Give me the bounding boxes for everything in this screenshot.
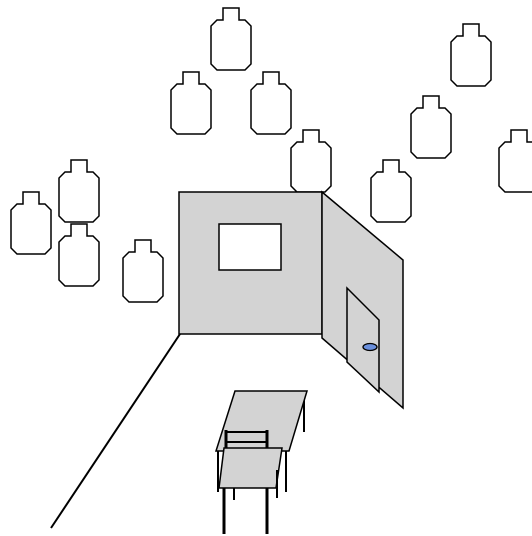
silhouette-target-12 [122,239,164,303]
silhouette-target-3 [170,71,212,135]
silhouette-target-2 [450,23,492,87]
floor-edge-line [50,333,181,529]
silhouette-target-11 [58,223,100,287]
silhouette-target-8 [58,159,100,223]
silhouette-target-6 [290,129,332,193]
silhouette-target-4 [250,71,292,135]
silhouette-target-9 [370,159,412,223]
side-wall [321,190,404,410]
silhouette-target-5 [410,95,452,159]
chair-seat [218,447,283,489]
silhouette-target-10 [10,191,52,255]
silhouette-target-7 [498,129,532,193]
window [218,223,282,271]
table [214,390,309,500]
chair [218,430,283,534]
silhouette-target-1 [210,7,252,71]
table-top [214,390,309,452]
door-handle[interactable] [362,342,378,352]
door[interactable] [346,286,380,394]
